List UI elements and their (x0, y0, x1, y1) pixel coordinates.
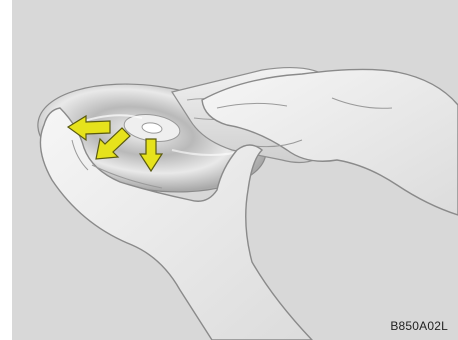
figure-frame: B850A02L (12, 0, 458, 340)
figure-code-label: B850A02L (390, 319, 448, 333)
cd-cleaning-illustration (12, 0, 458, 340)
